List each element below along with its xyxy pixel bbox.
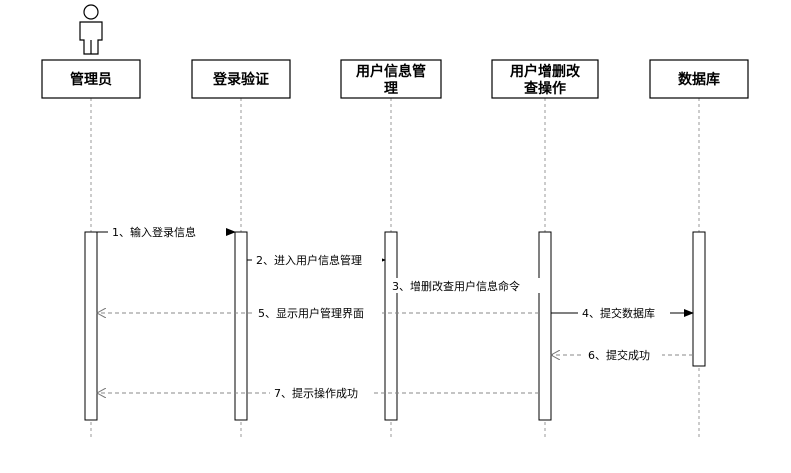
svg-text:2、进入用户信息管理: 2、进入用户信息管理 (256, 253, 362, 267)
participant-usermgmt: 用户信息管 理 (340, 59, 442, 99)
message-3: 3、增删改查用户信息命令 (388, 278, 540, 293)
message-5-return: 5、显示用户管理界面 (97, 305, 539, 320)
participant-admin: 管理员 (41, 59, 141, 99)
svg-text:5、显示用户管理界面: 5、显示用户管理界面 (258, 306, 364, 320)
svg-text:6、提交成功: 6、提交成功 (588, 348, 650, 362)
participant-crud: 用户增删改 查操作 (491, 59, 599, 99)
svg-text:1、输入登录信息: 1、输入登录信息 (112, 225, 196, 239)
participant-db: 数据库 (649, 59, 749, 99)
message-2: 2、进入用户信息管理 (247, 252, 386, 267)
svg-text:7、提示操作成功: 7、提示操作成功 (274, 386, 358, 400)
svg-text:用户增删改: 用户增删改 (510, 63, 581, 80)
activation-login (234, 231, 248, 421)
svg-text:用户信息管: 用户信息管 (356, 63, 426, 80)
activation-crud (538, 231, 552, 421)
message-4: 4、提交数据库 (551, 305, 694, 320)
svg-text:数据库: 数据库 (678, 71, 720, 88)
svg-text:3、增删改查用户信息命令: 3、增删改查用户信息命令 (392, 279, 520, 293)
message-7-return: 7、提示操作成功 (97, 385, 539, 400)
activation-usermgmt (384, 231, 398, 421)
message-6-return: 6、提交成功 (551, 347, 693, 362)
actor-person-icon (79, 4, 103, 55)
activation-db (692, 231, 706, 367)
message-1: 1、输入登录信息 (97, 224, 236, 239)
svg-text:理: 理 (384, 81, 398, 97)
svg-text:查操作: 查操作 (524, 80, 566, 97)
participant-login: 登录验证 (191, 59, 291, 99)
svg-text:登录验证: 登录验证 (212, 71, 269, 88)
activation-admin (84, 231, 98, 421)
svg-text:4、提交数据库: 4、提交数据库 (582, 306, 655, 320)
svg-text:管理员: 管理员 (70, 71, 112, 88)
